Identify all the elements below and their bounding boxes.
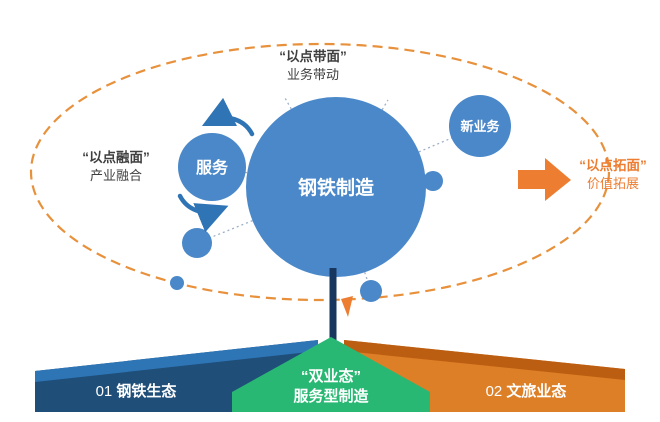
- top-label-line1: “以点带面”: [279, 48, 347, 64]
- banner-right-text: 文旅业态: [506, 382, 566, 400]
- steel-manufacturing-circle: [246, 97, 426, 277]
- left-label-line1: “以点融面”: [82, 149, 150, 165]
- satellite-circle: [182, 228, 212, 258]
- ecosystem-boundary-ellipse: [29, 42, 611, 302]
- satellite-circle: [360, 280, 382, 302]
- top-label-line2: 业务带动: [287, 67, 339, 82]
- banner-right-label: 02 文旅业态: [486, 382, 567, 400]
- satellite-circles: [170, 171, 443, 302]
- satellite-circle: [170, 276, 184, 290]
- right-label-line1: “以点拓面”: [579, 157, 647, 173]
- down-arrow-icon: [341, 296, 353, 317]
- cycle-arrow-bottom-icon: [177, 193, 229, 233]
- dotted-line: [335, 186, 372, 292]
- new-business-circle: [449, 95, 511, 157]
- banner-center-line1: “双业态”: [301, 367, 361, 385]
- banner-left-fold: [35, 340, 318, 382]
- banner-left-text: 钢铁生态: [116, 382, 176, 400]
- satellite-circle: [423, 171, 443, 191]
- banner-center: [232, 337, 430, 412]
- steel-manufacturing-label: 钢铁制造: [298, 176, 375, 199]
- banner-right-fold: [344, 340, 625, 380]
- banner-center-line2: 服务型制造: [293, 387, 368, 405]
- new-business-label: 新业务: [460, 119, 500, 134]
- service-label: 服务: [196, 158, 229, 177]
- service-circle: [178, 133, 246, 201]
- left-label-line2: 产业融合: [90, 168, 142, 183]
- right-label-line2: 价值拓展: [587, 176, 639, 191]
- expand-arrow-icon: [518, 158, 571, 201]
- banner-left-number: 01: [96, 383, 113, 400]
- cycle-arrow-top-icon: [201, 97, 255, 137]
- banner-right-number: 02: [486, 383, 503, 400]
- banner-left-label: 01 钢铁生态: [96, 382, 177, 400]
